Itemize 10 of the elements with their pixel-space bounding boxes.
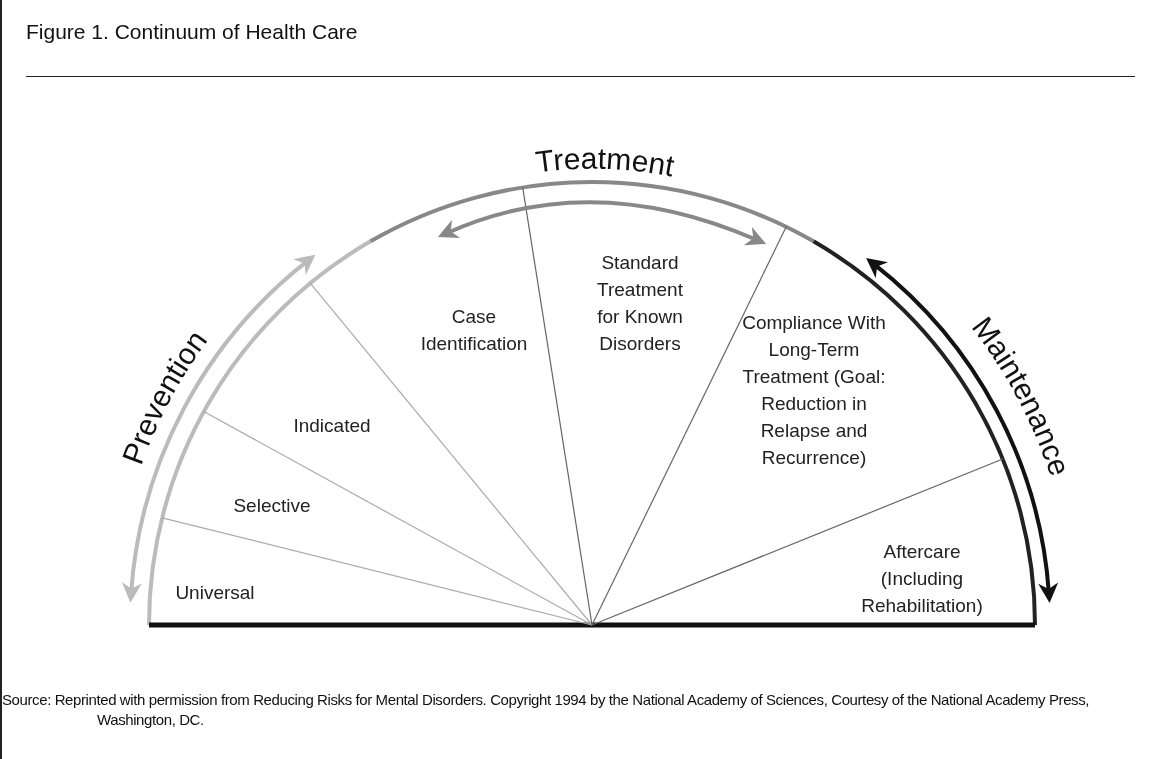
sector-label: Universal (160, 578, 270, 606)
source-note: Source: Reprinted with permission from Reducing Risks for Mental Disorders. Copyright 1994 by the National Academy of Sciences, Courtesy of the National Academy Press, Washington, DC. (2, 690, 1091, 730)
sector-label: Standard Treatment for Known Disorders (590, 249, 690, 357)
figure-title: Figure 1. Continuum of Health Care (26, 20, 358, 44)
sector-label: Case Identification (411, 303, 537, 357)
sector-label: Aftercare (Including Rehabilitation) (852, 537, 992, 619)
sector-label: Indicated (277, 411, 387, 439)
sector-label: Compliance With Long-Term Treatment (Goal: Reduction in Relapse and Recurrence) (739, 309, 889, 471)
sector-label: Selective (217, 491, 327, 519)
phase-label: Treatment (533, 141, 677, 183)
